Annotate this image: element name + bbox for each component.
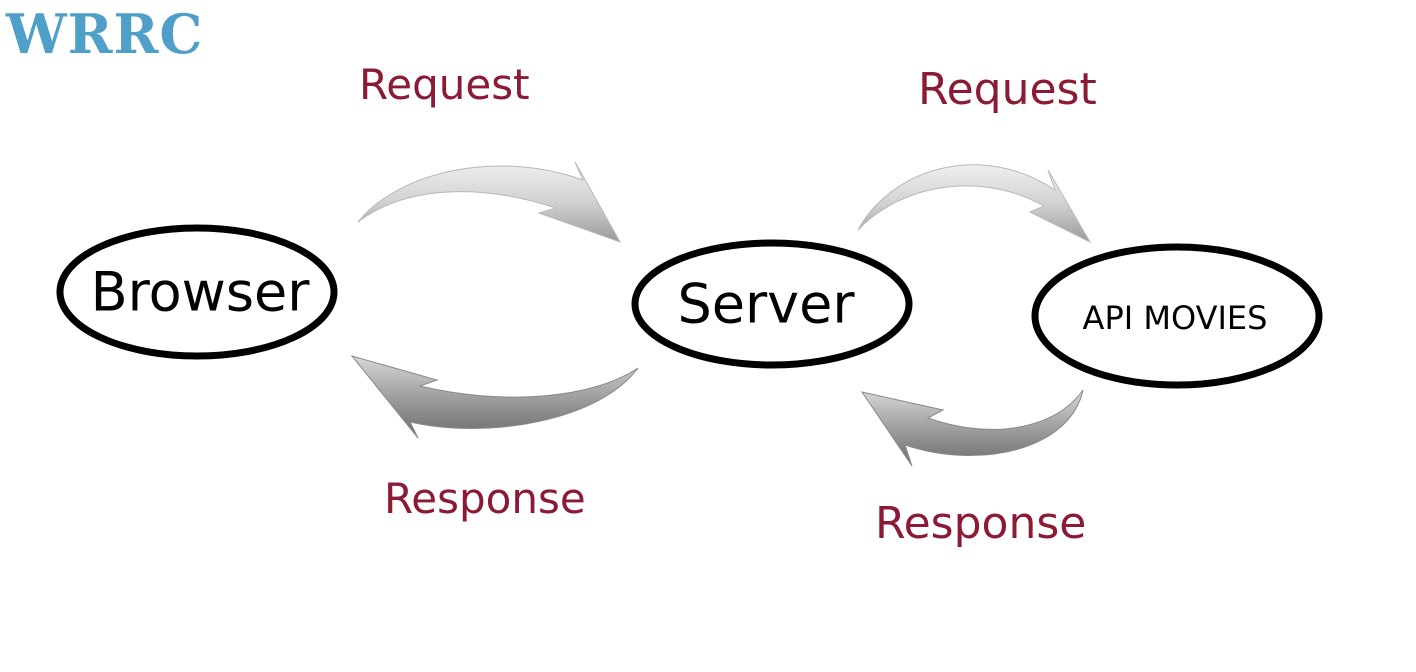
server-label: Server bbox=[677, 272, 855, 336]
server-node bbox=[631, 239, 913, 369]
response-arrow-2 bbox=[860, 389, 1084, 467]
api-movies-label: API MOVIES bbox=[1082, 299, 1268, 337]
browser-label: Browser bbox=[90, 260, 310, 324]
api-movies-node bbox=[1031, 243, 1323, 389]
request-arrow-2 bbox=[857, 164, 1092, 244]
page-title: WRRC bbox=[6, 2, 204, 66]
request-label-1: Request bbox=[359, 60, 530, 109]
request-arrow-1 bbox=[357, 161, 622, 243]
response-label-2: Response bbox=[875, 498, 1087, 549]
request-label-2: Request bbox=[918, 64, 1097, 115]
browser-node bbox=[56, 224, 338, 360]
response-label-1: Response bbox=[384, 474, 586, 523]
response-arrow-1 bbox=[350, 355, 639, 439]
